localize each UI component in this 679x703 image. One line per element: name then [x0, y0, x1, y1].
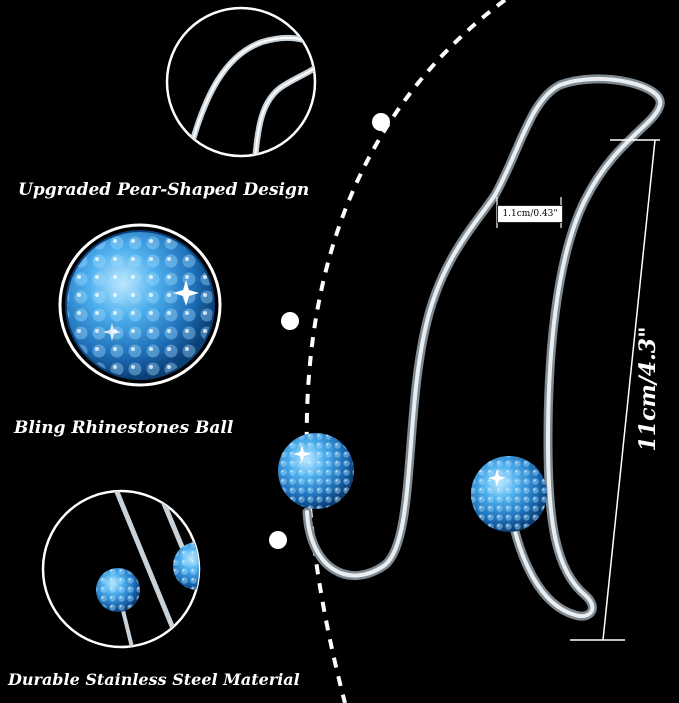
- feature-caption-pear-design: Upgraded Pear-Shaped Design: [18, 180, 310, 200]
- steel-material-closeup: [41, 489, 201, 649]
- dashed-arc-divider: [304, 0, 507, 703]
- rhinestone-ball-closeup: [58, 223, 222, 387]
- height-dimension-line: [570, 139, 660, 641]
- arc-dot-1: [372, 113, 390, 131]
- arc-dot-2: [281, 312, 299, 330]
- pear-shape-closeup: [165, 6, 317, 158]
- width-dimension-label: 1.1cm/0.43": [497, 205, 563, 223]
- feature-caption-rhinestone-ball: Bling Rhinestones Ball: [14, 418, 234, 438]
- feature-caption-stainless-steel: Durable Stainless Steel Material: [8, 670, 300, 689]
- arc-dot-3: [269, 531, 287, 549]
- main-hook: [278, 74, 665, 621]
- height-dimension-label: 11cm/4.3": [635, 326, 661, 452]
